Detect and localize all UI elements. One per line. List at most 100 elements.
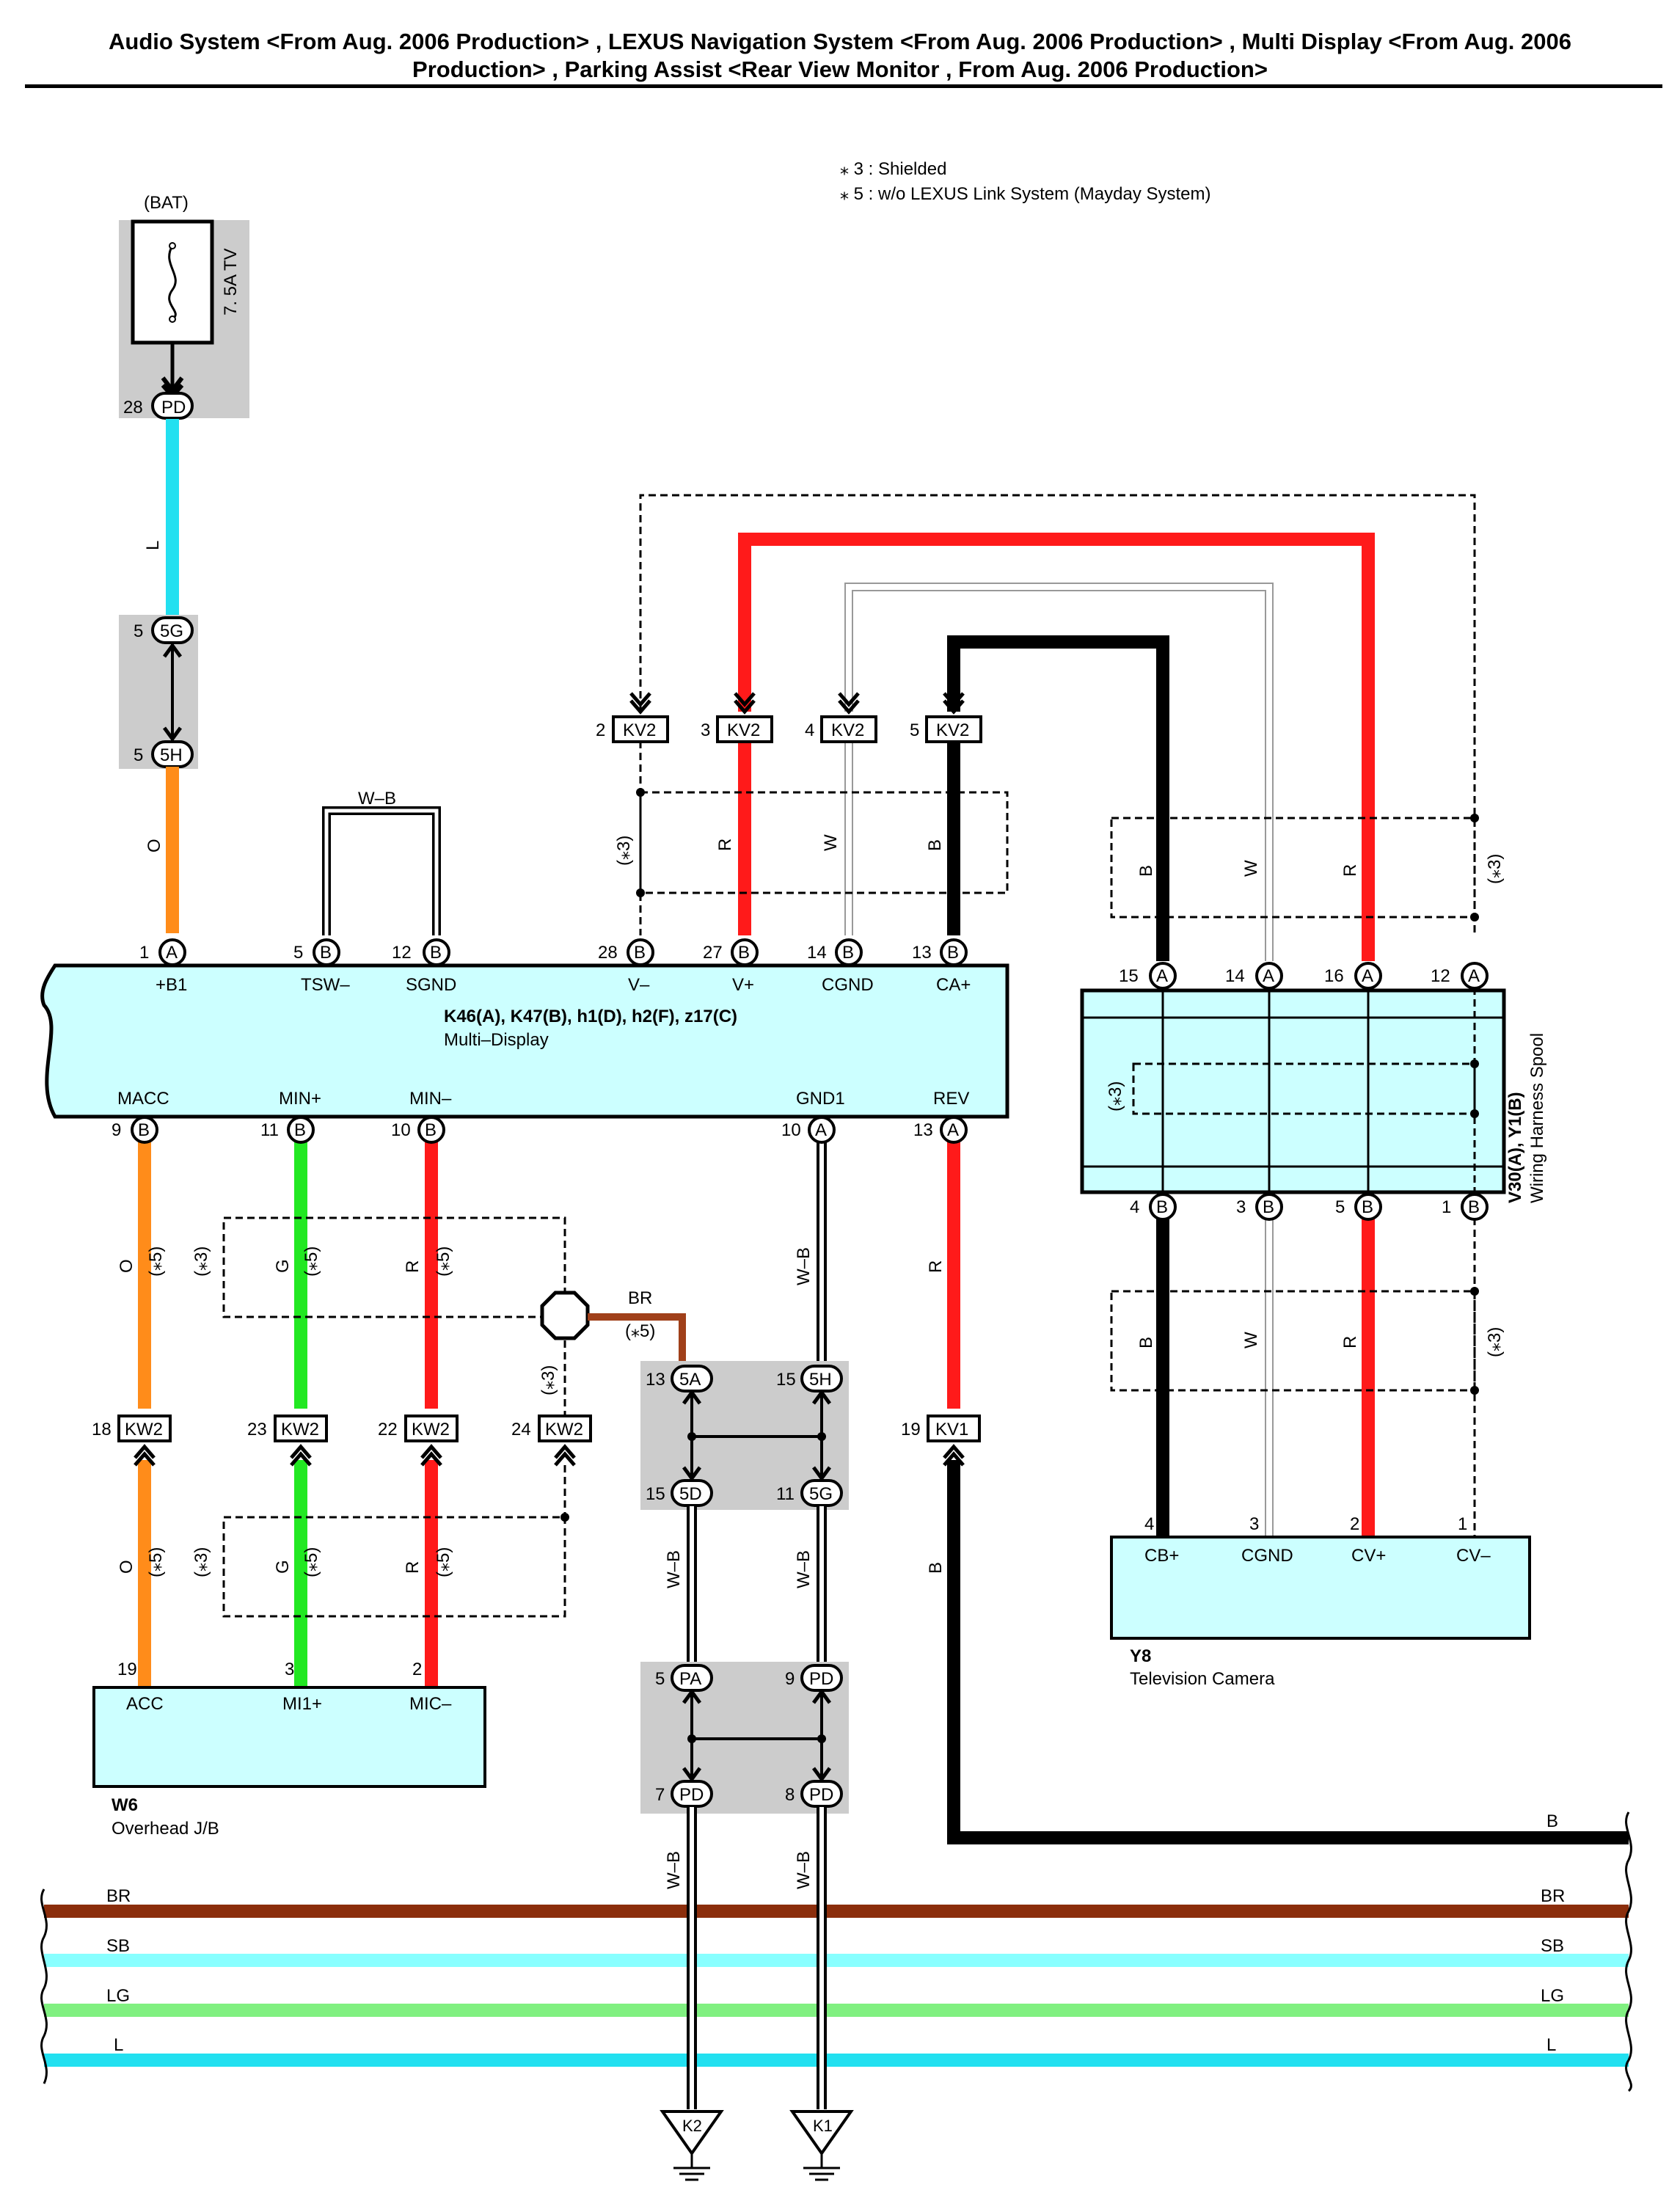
- svg-text:24: 24: [511, 1420, 531, 1439]
- svg-text:R: R: [1340, 1336, 1360, 1348]
- svg-text:13: 13: [913, 1120, 933, 1140]
- md-bottom-labels: MACC MIN+ MIN– GND1 REV: [117, 1089, 969, 1109]
- svg-text:5: 5: [655, 1669, 665, 1689]
- md-name: Multi–Display: [444, 1030, 549, 1050]
- junction-block-5: 5A 13 5H 15 5D 15 5G 11: [640, 1361, 849, 1510]
- svg-text:CGND: CGND: [822, 975, 874, 995]
- svg-text:MACC: MACC: [117, 1089, 169, 1109]
- svg-text:10: 10: [391, 1120, 411, 1140]
- svg-text:W–B: W–B: [358, 789, 396, 809]
- ground-icon: [660, 2110, 724, 2156]
- svg-text:16: 16: [1324, 966, 1344, 986]
- svg-text:B: B: [1263, 1197, 1274, 1217]
- ground-k2: K2: [660, 2110, 724, 2181]
- note-shielded: ⁎ 3 : Shielded: [840, 159, 946, 179]
- svg-text:B: B: [738, 943, 750, 963]
- svg-text:(⁎5): (⁎5): [625, 1321, 655, 1341]
- svg-text:GND1: GND1: [796, 1089, 845, 1109]
- svg-text:R: R: [1340, 864, 1360, 877]
- svg-text:5G: 5G: [160, 621, 183, 641]
- svg-text:9: 9: [785, 1669, 795, 1689]
- wire-tsw-sgnd: W–B: [322, 789, 441, 935]
- spool-top-terminals: A 15 A 14 A 16 A 12: [1119, 962, 1489, 990]
- kw2-connectors: KW2 18 KW2 23 KW2 22 KW2 24: [92, 1415, 592, 1467]
- svg-text:MIN+: MIN+: [279, 1089, 321, 1109]
- svg-text:B: B: [430, 943, 442, 963]
- svg-text:TSW–: TSW–: [301, 975, 350, 995]
- svg-text:BR: BR: [628, 1288, 652, 1308]
- svg-text:SB: SB: [1541, 1936, 1564, 1956]
- svg-text:10: 10: [781, 1120, 801, 1140]
- shield-outer: [639, 494, 1476, 935]
- svg-text:LG: LG: [106, 1986, 130, 2006]
- svg-text:5: 5: [134, 745, 143, 765]
- md-id: K46(A), K47(B), h1(D), h2(F), z17(C): [444, 1007, 737, 1026]
- svg-text:B: B: [320, 943, 332, 963]
- svg-text:9: 9: [112, 1120, 121, 1140]
- svg-text:13: 13: [646, 1370, 665, 1390]
- svg-text:W–B: W–B: [664, 1851, 684, 1889]
- svg-text:O: O: [117, 1259, 136, 1273]
- svg-text:ACC: ACC: [126, 1694, 164, 1714]
- bat-label: (BAT): [144, 193, 189, 213]
- svg-text:22: 22: [378, 1420, 398, 1439]
- svg-text:7: 7: [655, 1785, 665, 1805]
- svg-text:V–: V–: [628, 975, 650, 995]
- svg-text:G: G: [273, 1560, 293, 1574]
- fuse-block: (BAT) 7. 5A TV 28 PD: [119, 193, 249, 420]
- svg-text:19: 19: [901, 1420, 921, 1439]
- svg-text:KW2: KW2: [125, 1420, 163, 1439]
- svg-text:A: A: [1362, 966, 1373, 986]
- svg-text:PA: PA: [679, 1669, 701, 1689]
- svg-text:3: 3: [1236, 1197, 1246, 1217]
- svg-text:A: A: [1468, 966, 1480, 986]
- svg-text:G: G: [273, 1259, 293, 1273]
- svg-text:(⁎5): (⁎5): [146, 1547, 166, 1577]
- svg-text:+B1: +B1: [156, 975, 187, 995]
- svg-text:B: B: [1136, 1337, 1156, 1348]
- svg-text:W6: W6: [112, 1795, 138, 1815]
- svg-text:15: 15: [776, 1370, 796, 1390]
- svg-text:W–B: W–B: [664, 1550, 684, 1588]
- svg-text:SB: SB: [106, 1936, 130, 1956]
- svg-text:5H: 5H: [160, 745, 183, 765]
- fuse-name: 7. 5A TV: [221, 248, 241, 315]
- svg-text:A: A: [947, 1120, 959, 1140]
- svg-text:R: R: [403, 1561, 423, 1574]
- md-top-terminals: A 1 +B1 B 5 TSW– B 12 SGND B 28 V– B 27 …: [139, 938, 971, 995]
- svg-text:R: R: [715, 839, 735, 851]
- svg-text:13: 13: [912, 943, 932, 963]
- svg-text:REV: REV: [933, 1089, 969, 1109]
- fuse-conn: PD: [161, 398, 186, 417]
- svg-text:8: 8: [785, 1785, 795, 1805]
- svg-text:(⁎3): (⁎3): [614, 836, 634, 866]
- md-bottom-terminals: B 9 B 11 B 10 A 10 A 13: [112, 1116, 968, 1144]
- svg-text:4: 4: [1130, 1197, 1139, 1217]
- svg-text:KW2: KW2: [281, 1420, 319, 1439]
- svg-text:5D: 5D: [679, 1484, 702, 1504]
- kv1-connector: KV1 19: [901, 1415, 981, 1467]
- svg-text:KV2: KV2: [727, 720, 760, 740]
- svg-text:(⁎5): (⁎5): [434, 1246, 453, 1277]
- svg-text:V+: V+: [732, 975, 754, 995]
- svg-text:B: B: [1362, 1197, 1373, 1217]
- spool-bottom-terminals: B 4 B 3 B 5 B 1: [1130, 1193, 1489, 1221]
- svg-text:27: 27: [703, 943, 723, 963]
- svg-text:2: 2: [596, 720, 605, 740]
- svg-text:Wiring Harness Spool: Wiring Harness Spool: [1527, 1033, 1547, 1203]
- svg-text:23: 23: [247, 1420, 267, 1439]
- diagram-header: Audio System <From Aug. 2006 Production>…: [0, 0, 1680, 84]
- svg-text:B: B: [1136, 865, 1156, 877]
- svg-text:W: W: [1241, 860, 1261, 877]
- svg-text:KV1: KV1: [935, 1420, 968, 1439]
- svg-text:BR: BR: [1541, 1886, 1565, 1906]
- svg-text:5H: 5H: [809, 1370, 832, 1390]
- svg-text:KV2: KV2: [831, 720, 864, 740]
- svg-text:O: O: [117, 1560, 136, 1574]
- svg-text:1: 1: [139, 943, 149, 963]
- svg-text:B: B: [926, 1562, 946, 1574]
- svg-text:PD: PD: [679, 1785, 704, 1805]
- svg-text:KV2: KV2: [623, 720, 656, 740]
- svg-text:5: 5: [1335, 1197, 1345, 1217]
- svg-text:W–B: W–B: [794, 1851, 814, 1889]
